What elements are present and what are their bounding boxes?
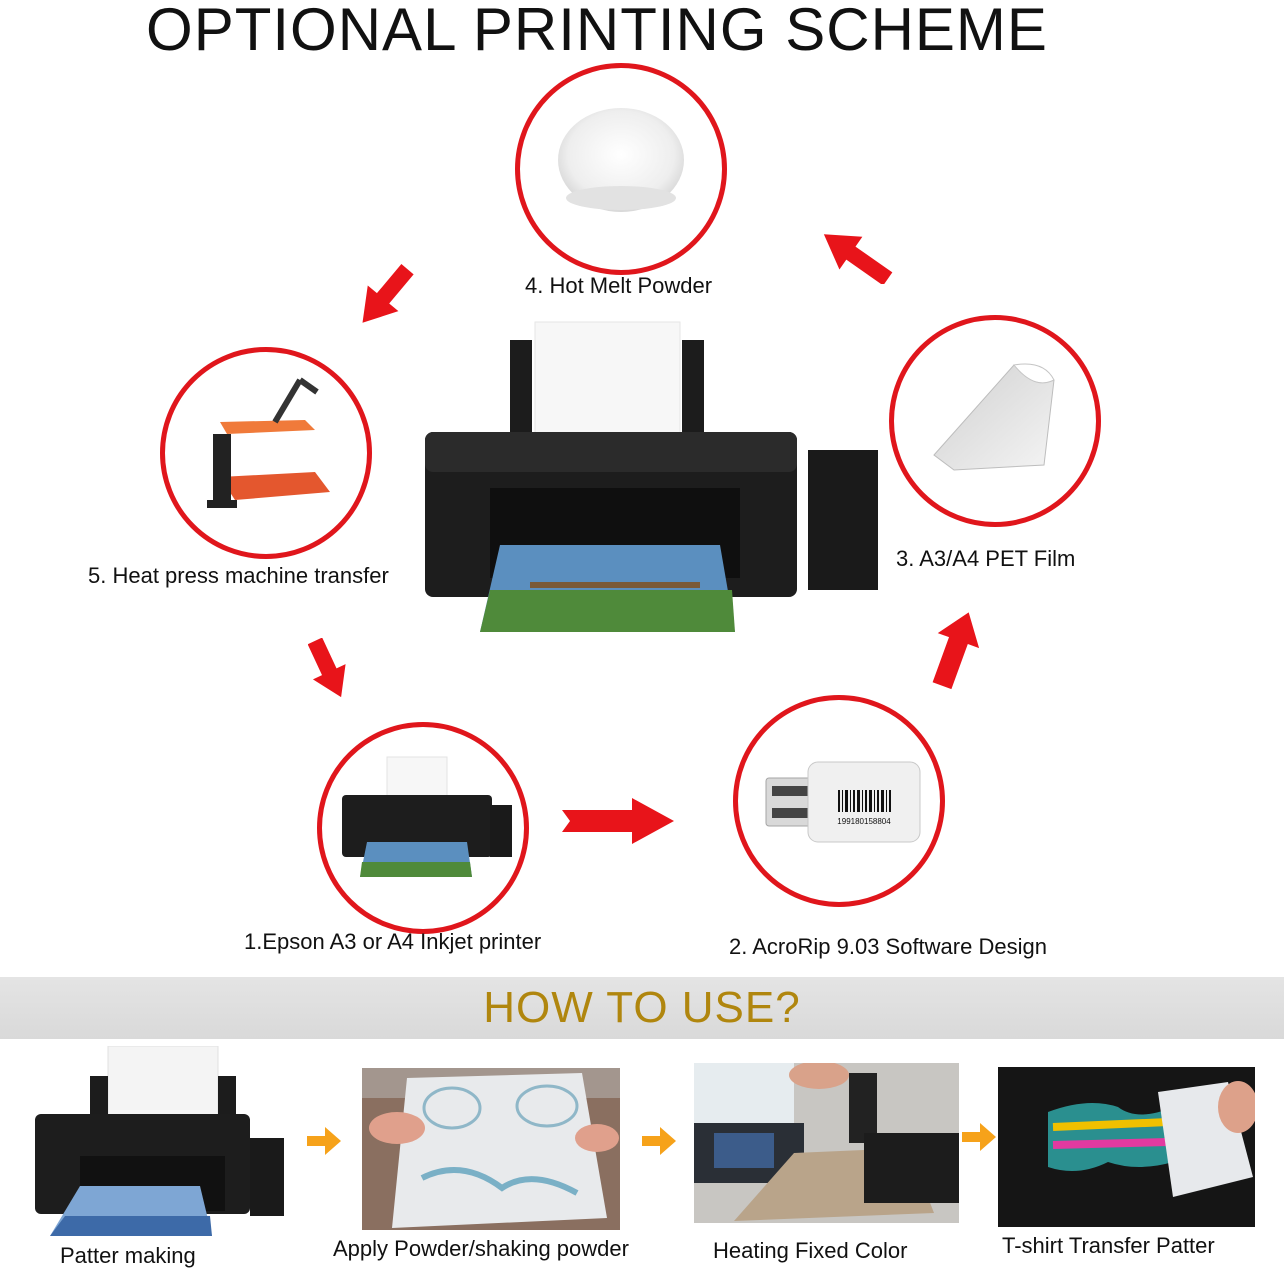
step4-label: 4. Hot Melt Powder xyxy=(525,273,713,298)
pet-film-circle xyxy=(889,315,1101,527)
hot-melt-powder-circle xyxy=(515,63,727,275)
central-printer-image xyxy=(425,321,878,632)
tshirt-transfer-photo xyxy=(998,1067,1255,1227)
arrow-up-icon xyxy=(932,612,980,690)
arrow-up-left-icon xyxy=(823,234,893,284)
step3-label: 3. A3/A4 PET Film xyxy=(896,546,1076,571)
step-label-tshirt-transfer: T-shirt Transfer Patter xyxy=(1002,1233,1215,1258)
how-to-use-band: HOW TO USE? xyxy=(0,977,1284,1039)
arrow-right-icon xyxy=(562,798,674,844)
software-dongle-circle: 199180158804 xyxy=(733,695,945,907)
powder-pile-image xyxy=(558,108,684,212)
arrow-step1-icon xyxy=(307,1127,341,1155)
pet-film-image xyxy=(933,363,1055,471)
step2-label: 2. AcroRip 9.03 Software Design xyxy=(729,934,1047,959)
heat-press-image xyxy=(207,377,330,508)
step-label-patter-making: Patter making xyxy=(60,1243,196,1268)
heat-press-circle xyxy=(160,347,372,559)
patter-making-photo xyxy=(35,1046,284,1236)
apply-powder-photo xyxy=(362,1068,620,1230)
how-to-use-heading: HOW TO USE? xyxy=(483,983,801,1032)
heating-fixed-color-photo xyxy=(694,1063,959,1223)
arrow-step2-icon xyxy=(642,1127,676,1155)
epson-printer-circle xyxy=(317,722,529,934)
step-label-apply-powder: Apply Powder/shaking powder xyxy=(333,1236,629,1261)
arrow-down-icon xyxy=(308,638,346,698)
step5-label: 5. Heat press machine transfer xyxy=(88,563,389,588)
dongle-serial-text: 199180158804 xyxy=(837,817,891,826)
step-label-heating: Heating Fixed Color xyxy=(713,1238,908,1263)
arrow-down-left-icon xyxy=(362,264,414,323)
small-printer-image xyxy=(342,756,512,877)
step1-label: 1.Epson A3 or A4 Inkjet printer xyxy=(244,929,542,954)
usb-dongle-image: 199180158804 xyxy=(765,761,921,843)
page-title: OPTIONAL PRINTING SCHEME xyxy=(146,0,1048,63)
arrow-step3-icon xyxy=(962,1123,996,1151)
